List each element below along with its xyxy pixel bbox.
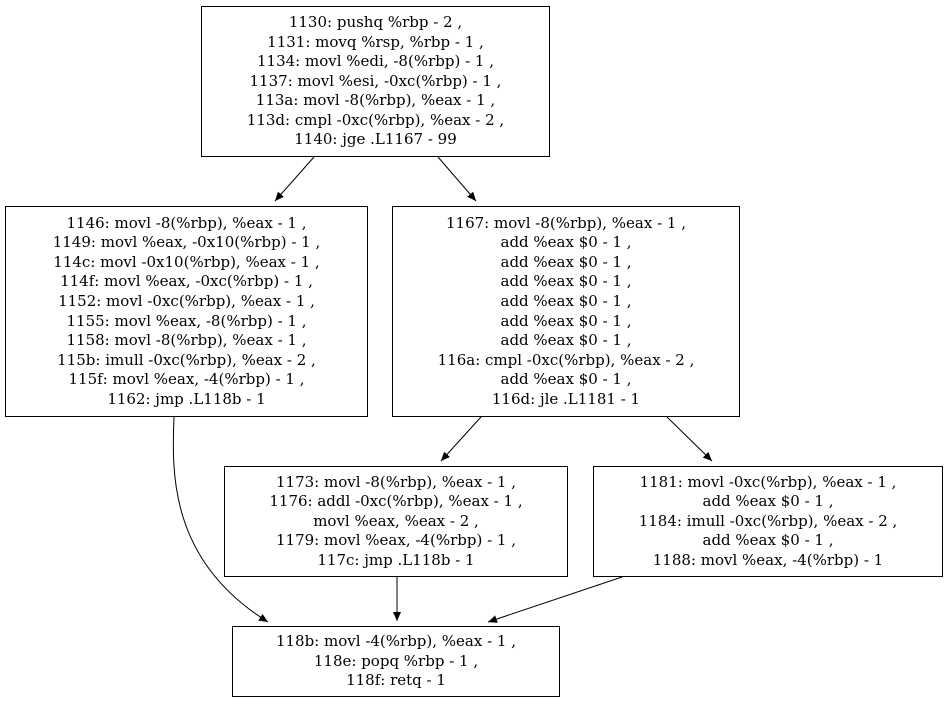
instruction-line: 1155: movl %eax, -8(%rbp) - 1 , bbox=[66, 311, 307, 330]
instruction-line: add %eax $0 - 1 , bbox=[500, 331, 632, 350]
instruction-line: 1173: movl -8(%rbp), %eax - 1 , bbox=[276, 472, 516, 491]
instruction-line: 117c: jmp .L118b - 1 bbox=[317, 550, 475, 569]
instruction-line: 1152: movl -0xc(%rbp), %eax - 1 , bbox=[58, 291, 315, 310]
basic-block-1181: 1181: movl -0xc(%rbp), %eax - 1 , add %e… bbox=[593, 466, 943, 577]
instruction-line: 118e: popq %rbp - 1 , bbox=[313, 651, 479, 670]
instruction-line: 113d: cmpl -0xc(%rbp), %eax - 2 , bbox=[246, 110, 505, 129]
instruction-line: add %eax $0 - 1 , bbox=[500, 233, 632, 252]
instruction-line: 1167: movl -8(%rbp), %eax - 1 , bbox=[446, 213, 686, 232]
instruction-line: 1176: addl -0xc(%rbp), %eax - 1 , bbox=[269, 492, 523, 511]
instruction-line: 1134: movl %edi, -8(%rbp) - 1 , bbox=[257, 52, 494, 71]
instruction-line: add %eax $0 - 1 , bbox=[500, 370, 632, 389]
instruction-line: 1137: movl %esi, -0xc(%rbp) - 1 , bbox=[249, 71, 502, 90]
instruction-line: 1131: movq %rsp, %rbp - 1 , bbox=[267, 32, 484, 51]
edge-1146-to-118b bbox=[172, 416, 269, 623]
instruction-line: 1184: imull -0xc(%rbp), %eax - 2 , bbox=[638, 511, 898, 530]
instruction-line: 1146: movl -8(%rbp), %eax - 1 , bbox=[66, 213, 307, 232]
instruction-line: 115b: imull -0xc(%rbp), %eax - 2 , bbox=[57, 350, 316, 369]
instruction-line: 1162: jmp .L118b - 1 bbox=[107, 389, 266, 408]
edge-1130-to-1146 bbox=[274, 156, 315, 202]
basic-block-1167: 1167: movl -8(%rbp), %eax - 1 , add %eax… bbox=[392, 206, 740, 417]
instruction-line: 1179: movl %eax, -4(%rbp) - 1 , bbox=[276, 531, 516, 550]
instruction-line: 1158: movl -8(%rbp), %eax - 1 , bbox=[66, 331, 307, 350]
basic-block-1130: 1130: pushq %rbp - 2 , 1131: movq %rsp, … bbox=[201, 6, 550, 157]
edge-1167-to-1173 bbox=[440, 416, 482, 462]
instruction-line: 114f: movl %eax, -0xc(%rbp) - 1 , bbox=[60, 272, 313, 291]
basic-block-1173: 1173: movl -8(%rbp), %eax - 1 , 1176: ad… bbox=[224, 466, 568, 577]
edge-1167-to-1181 bbox=[666, 416, 713, 462]
instruction-line: add %eax $0 - 1 , bbox=[500, 272, 632, 291]
instruction-line: 1130: pushq %rbp - 2 , bbox=[288, 12, 463, 31]
instruction-line: add %eax $0 - 1 , bbox=[702, 492, 834, 511]
instruction-line: 1181: movl -0xc(%rbp), %eax - 1 , bbox=[639, 472, 897, 491]
instruction-line: 118b: movl -4(%rbp), %eax - 1 , bbox=[275, 632, 517, 651]
instruction-line: movl %eax, %eax - 2 , bbox=[313, 511, 479, 530]
basic-block-118b: 118b: movl -4(%rbp), %eax - 1 , 118e: po… bbox=[232, 626, 560, 697]
instruction-line: 115f: movl %eax, -4(%rbp) - 1 , bbox=[68, 370, 305, 389]
instruction-line: 114c: movl -0x10(%rbp), %eax - 1 , bbox=[53, 252, 320, 271]
instruction-line: add %eax $0 - 1 , bbox=[500, 311, 632, 330]
instruction-line: 118f: retq - 1 bbox=[346, 671, 446, 690]
instruction-line: add %eax $0 - 1 , bbox=[500, 252, 632, 271]
instruction-line: 1140: jge .L1167 - 99 bbox=[294, 130, 457, 149]
edge-1181-to-118b bbox=[487, 576, 623, 623]
instruction-line: 116d: jle .L1181 - 1 bbox=[491, 389, 641, 408]
instruction-line: add %eax $0 - 1 , bbox=[702, 531, 834, 550]
basic-block-1146: 1146: movl -8(%rbp), %eax - 1 , 1149: mo… bbox=[5, 206, 368, 417]
instruction-line: add %eax $0 - 1 , bbox=[500, 291, 632, 310]
instruction-line: 113a: movl -8(%rbp), %eax - 1 , bbox=[255, 91, 496, 110]
instruction-line: 1149: movl %eax, -0x10(%rbp) - 1 , bbox=[52, 233, 321, 252]
edge-1130-to-1167 bbox=[437, 156, 477, 202]
instruction-line: 1188: movl %eax, -4(%rbp) - 1 bbox=[652, 550, 884, 569]
instruction-line: 116a: cmpl -0xc(%rbp), %eax - 2 , bbox=[437, 350, 695, 369]
